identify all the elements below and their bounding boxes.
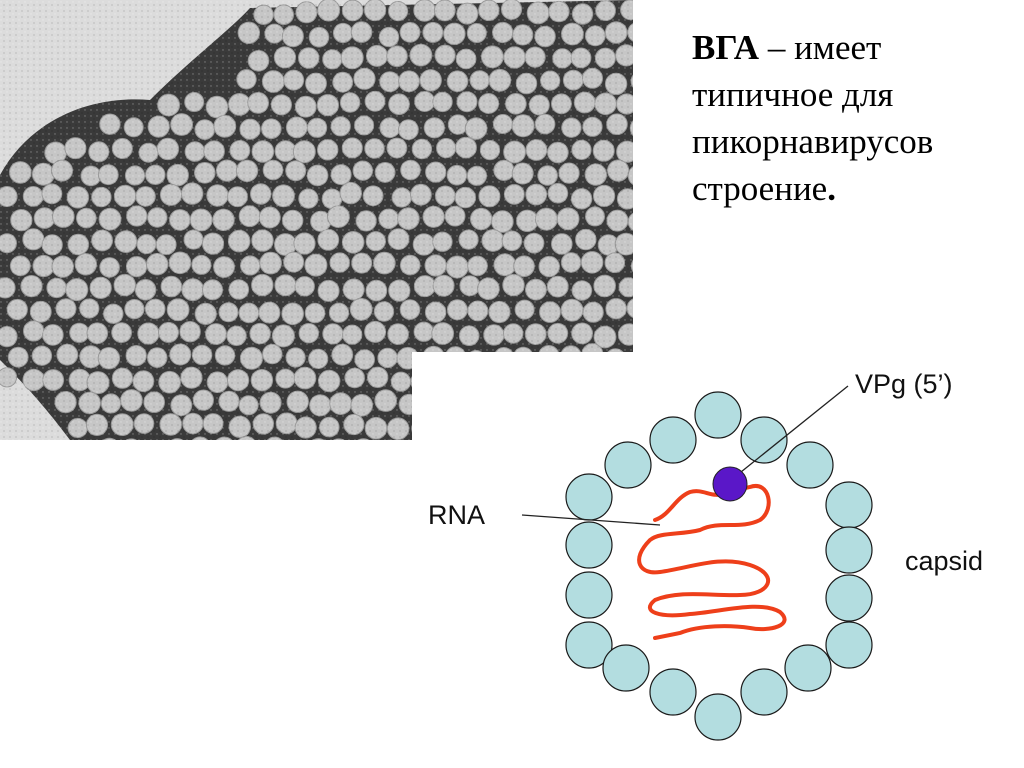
capsomere [602, 644, 650, 692]
capsomere [604, 441, 652, 489]
capsomere [694, 693, 742, 741]
rna-strand [637, 483, 787, 640]
virus-micrograph-image [0, 0, 633, 440]
abbreviation-vga: ВГА [692, 28, 760, 67]
text-line-4: строение. [692, 169, 836, 208]
text-line-2: типичное для [692, 75, 894, 114]
capsomere [825, 526, 873, 574]
capsomere [565, 521, 613, 569]
rna-pointer-line [521, 514, 661, 526]
capsomere [565, 473, 613, 521]
capsomere [565, 571, 613, 619]
vpg-protein-dot [712, 466, 748, 502]
capsomere [740, 668, 788, 716]
capsomere [825, 574, 873, 622]
vpg-pointer-line [735, 385, 849, 477]
capsomere [565, 621, 613, 669]
rna-label: RNA [428, 500, 485, 530]
slide-description: ВГА – имеет типичное для пикорнавирусов … [692, 24, 1012, 212]
capsomere [784, 644, 832, 692]
text-line-1: ВГА – имеет [692, 28, 882, 67]
capsomere [694, 391, 742, 439]
capsomere [786, 441, 834, 489]
vpg-label: VPg (5’) [855, 369, 953, 399]
capsomere [649, 416, 697, 464]
capsomere [740, 416, 788, 464]
text-line-3: пикорнавирусов [692, 122, 934, 161]
capsomere [825, 481, 873, 529]
capsomere [649, 668, 697, 716]
capsid-ring [565, 391, 873, 741]
capsomere [825, 621, 873, 669]
capsid-label: capsid [905, 546, 983, 576]
